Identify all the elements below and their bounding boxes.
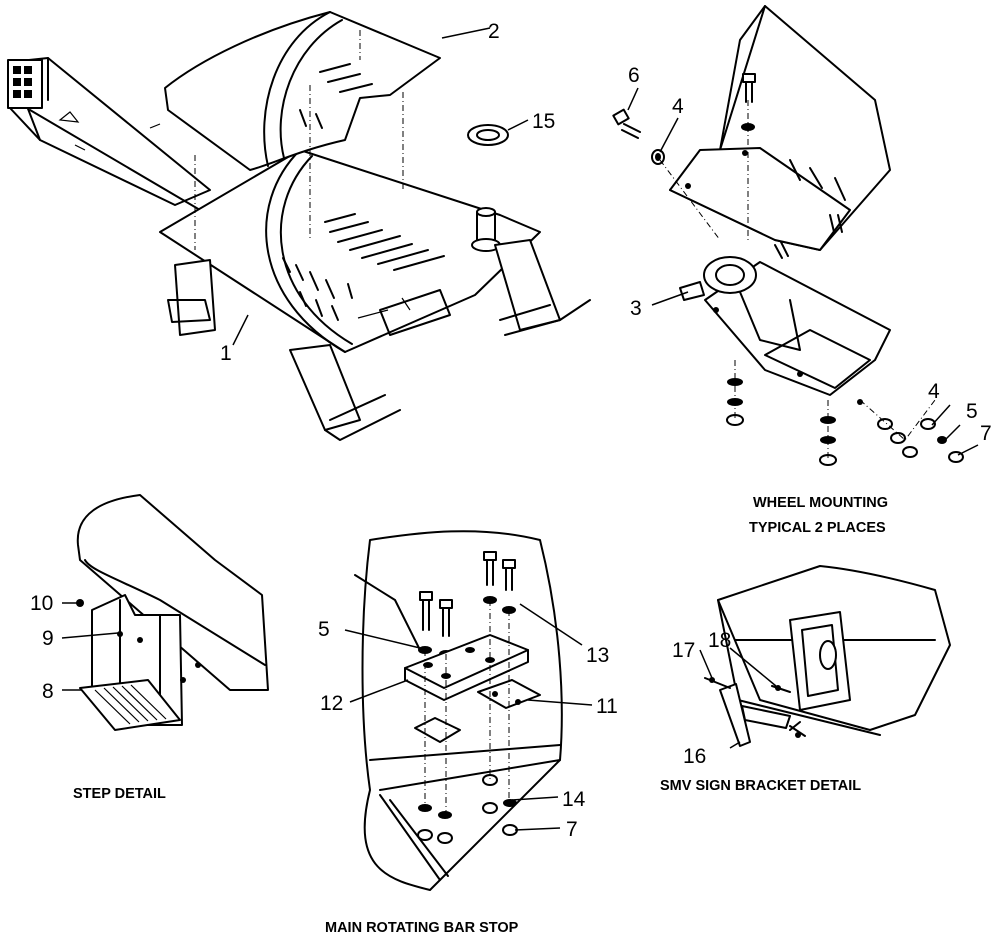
callout-13: 13: [586, 644, 609, 667]
wheel-mount-assembly: [612, 5, 964, 466]
callout-10: 10: [30, 592, 53, 615]
callout-17: 17: [672, 639, 695, 662]
callout-14: 14: [562, 788, 586, 811]
callout-9: 9: [42, 627, 54, 650]
hitch-end-icon: [7, 59, 43, 109]
callout-15: 15: [532, 110, 555, 133]
smv-bracket-icon: [719, 683, 791, 747]
smv-bracket-detail: [704, 565, 951, 747]
caption-main-stop: MAIN ROTATING BAR STOP: [325, 920, 519, 936]
callout-8: 8: [42, 680, 54, 703]
callout-6: 6: [628, 64, 640, 87]
caption-wheel-mounting: WHEEL MOUNTING: [753, 495, 888, 511]
callout-1: 1: [220, 342, 232, 365]
callout-4-top: 4: [672, 95, 684, 118]
nut-stack-right: [877, 418, 964, 463]
main-frame-assembly: [7, 57, 591, 441]
step-tread-icon: [79, 679, 181, 731]
bar-stop-detail: [354, 530, 563, 891]
deflector-plate: [164, 11, 441, 171]
callout-18: 18: [708, 629, 731, 652]
caption-step-detail: STEP DETAIL: [73, 786, 166, 802]
platform-slots: [282, 213, 445, 321]
callout-2: 2: [488, 20, 500, 43]
caption-typical-places: TYPICAL 2 PLACES: [749, 520, 886, 536]
callout-4-right: 4: [928, 380, 940, 403]
bolt-icon: [742, 73, 756, 103]
callout-3: 3: [630, 297, 642, 320]
callout-16: 16: [683, 745, 706, 768]
callout-5-stop: 5: [318, 618, 330, 641]
caption-smv-detail: SMV SIGN BRACKET DETAIL: [660, 778, 861, 794]
callout-7-right: 7: [980, 422, 992, 445]
step-detail: [76, 494, 269, 731]
bracket-loop-icon: [789, 611, 851, 711]
washer-icon: [467, 124, 509, 146]
callout-5-right: 5: [966, 400, 978, 423]
callout-12: 12: [320, 692, 343, 715]
rotation-pin-icon: [471, 207, 501, 252]
bolt-6-icon: [612, 108, 641, 139]
callout-7-stop: 7: [566, 818, 578, 841]
leader-lines: [61, 27, 979, 831]
nut-stack-stop: [417, 774, 518, 844]
callout-11: 11: [596, 695, 618, 718]
